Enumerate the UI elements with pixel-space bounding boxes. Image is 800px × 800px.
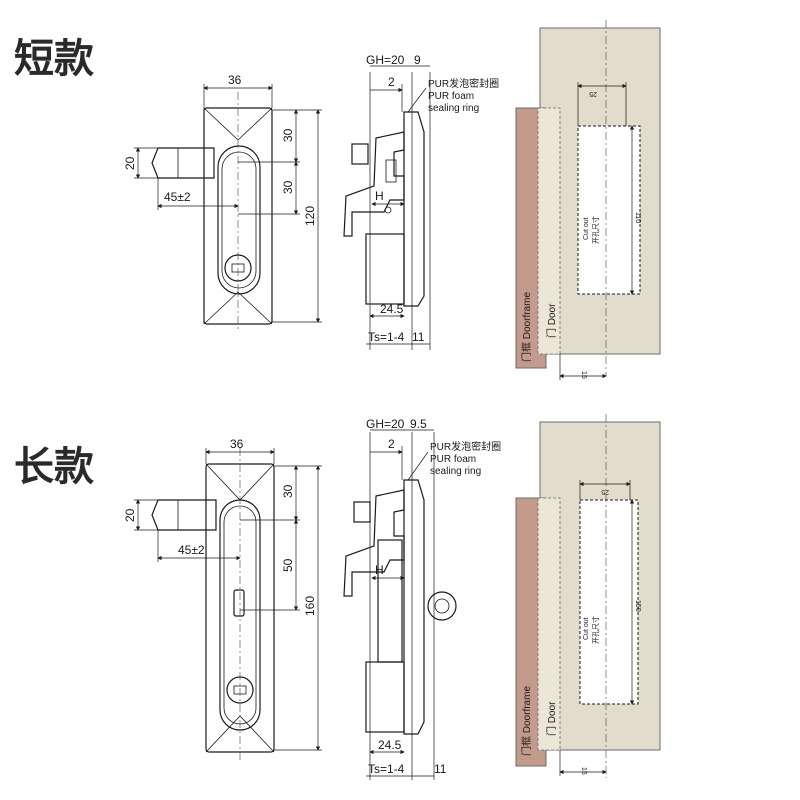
long-cut-w: 25 [601,488,609,495]
short-two-dim: 2 [388,75,395,89]
short-cut-w: 25 [589,90,597,97]
short-ts-dim: Ts=1-4 [368,330,405,344]
short-handle-dim: 20 [123,156,137,170]
long-height-dim: 160 [303,596,317,616]
long-cut-label-en: Cut out [583,617,590,640]
short-dim-30a: 30 [281,128,295,142]
long-cut-label-cn: 开孔尺寸 [591,616,600,644]
long-door-label: 门 Door [545,701,558,736]
long-h-dim: H [375,563,384,577]
long-245-dim: 24.5 [378,738,402,752]
short-width-dim: 36 [228,73,242,87]
short-cutout-view: 25 110 Cut out 开孔尺寸 门框 Doorframe 门 Door … [515,20,661,380]
long-foam-cn: PUR发泡密封圈 [430,440,501,453]
long-gh-dim: GH=20 [366,417,405,431]
long-cutout-view: 25 150 Cut out 开孔尺寸 门框 Doorframe 门 Door … [515,414,661,778]
long-width-dim: 36 [230,437,244,451]
long-offset-dim: 45±2 [178,543,205,557]
short-11-dim: 11 [412,330,425,344]
long-ts-dim: Ts=1-4 [368,762,405,776]
long-cut-offset: 15 [580,767,587,775]
long-foam-en2: sealing ring [430,466,481,477]
short-foam-en2: sealing ring [428,103,479,114]
short-gh-dim: GH=20 [366,53,405,67]
short-door-label: 门 Door [545,303,558,338]
long-gh2-dim: 9.5 [410,417,427,431]
short-front-view: 36 30 30 120 20 45±2 [123,73,322,332]
long-foam-en1: PUR foam [430,454,476,465]
short-cut-offset: 15 [580,371,587,379]
short-h-dim: H [375,189,384,203]
short-cut-label-en: Cut out [583,217,590,240]
short-cut-h: 110 [634,212,641,223]
long-side-view: GH=20 9.5 2 PUR发泡密封圈 PUR foam sealing ri… [343,417,501,780]
long-dim-50: 50 [281,558,295,572]
long-two-dim: 2 [388,437,395,451]
long-dim-30: 30 [281,484,295,498]
long-11-dim: 11 [434,762,447,776]
short-height-dim: 120 [303,206,317,226]
short-doorframe-label: 门框 Doorframe [520,292,533,362]
short-cut-label-cn: 开孔尺寸 [591,216,600,244]
short-offset-dim: 45±2 [164,190,191,204]
short-foam-cn: PUR发泡密封圈 [428,77,499,90]
short-model-title: 短款 [14,36,94,82]
short-dim-30b: 30 [281,180,295,194]
long-handle-dim: 20 [123,508,137,522]
short-gh2-dim: 9 [414,53,421,67]
short-side-view: GH=20 9 2 PUR发泡密封圈 PUR foam sealing ring… [343,53,499,350]
long-doorframe-label: 门框 Doorframe [520,686,533,756]
long-model-title: 长款 [14,444,94,490]
long-cut-h: 150 [634,600,641,612]
long-front-view: 36 30 50 160 20 45±2 [123,437,322,762]
short-foam-en1: PUR foam [428,91,474,102]
short-245-dim: 24.5 [380,302,404,316]
